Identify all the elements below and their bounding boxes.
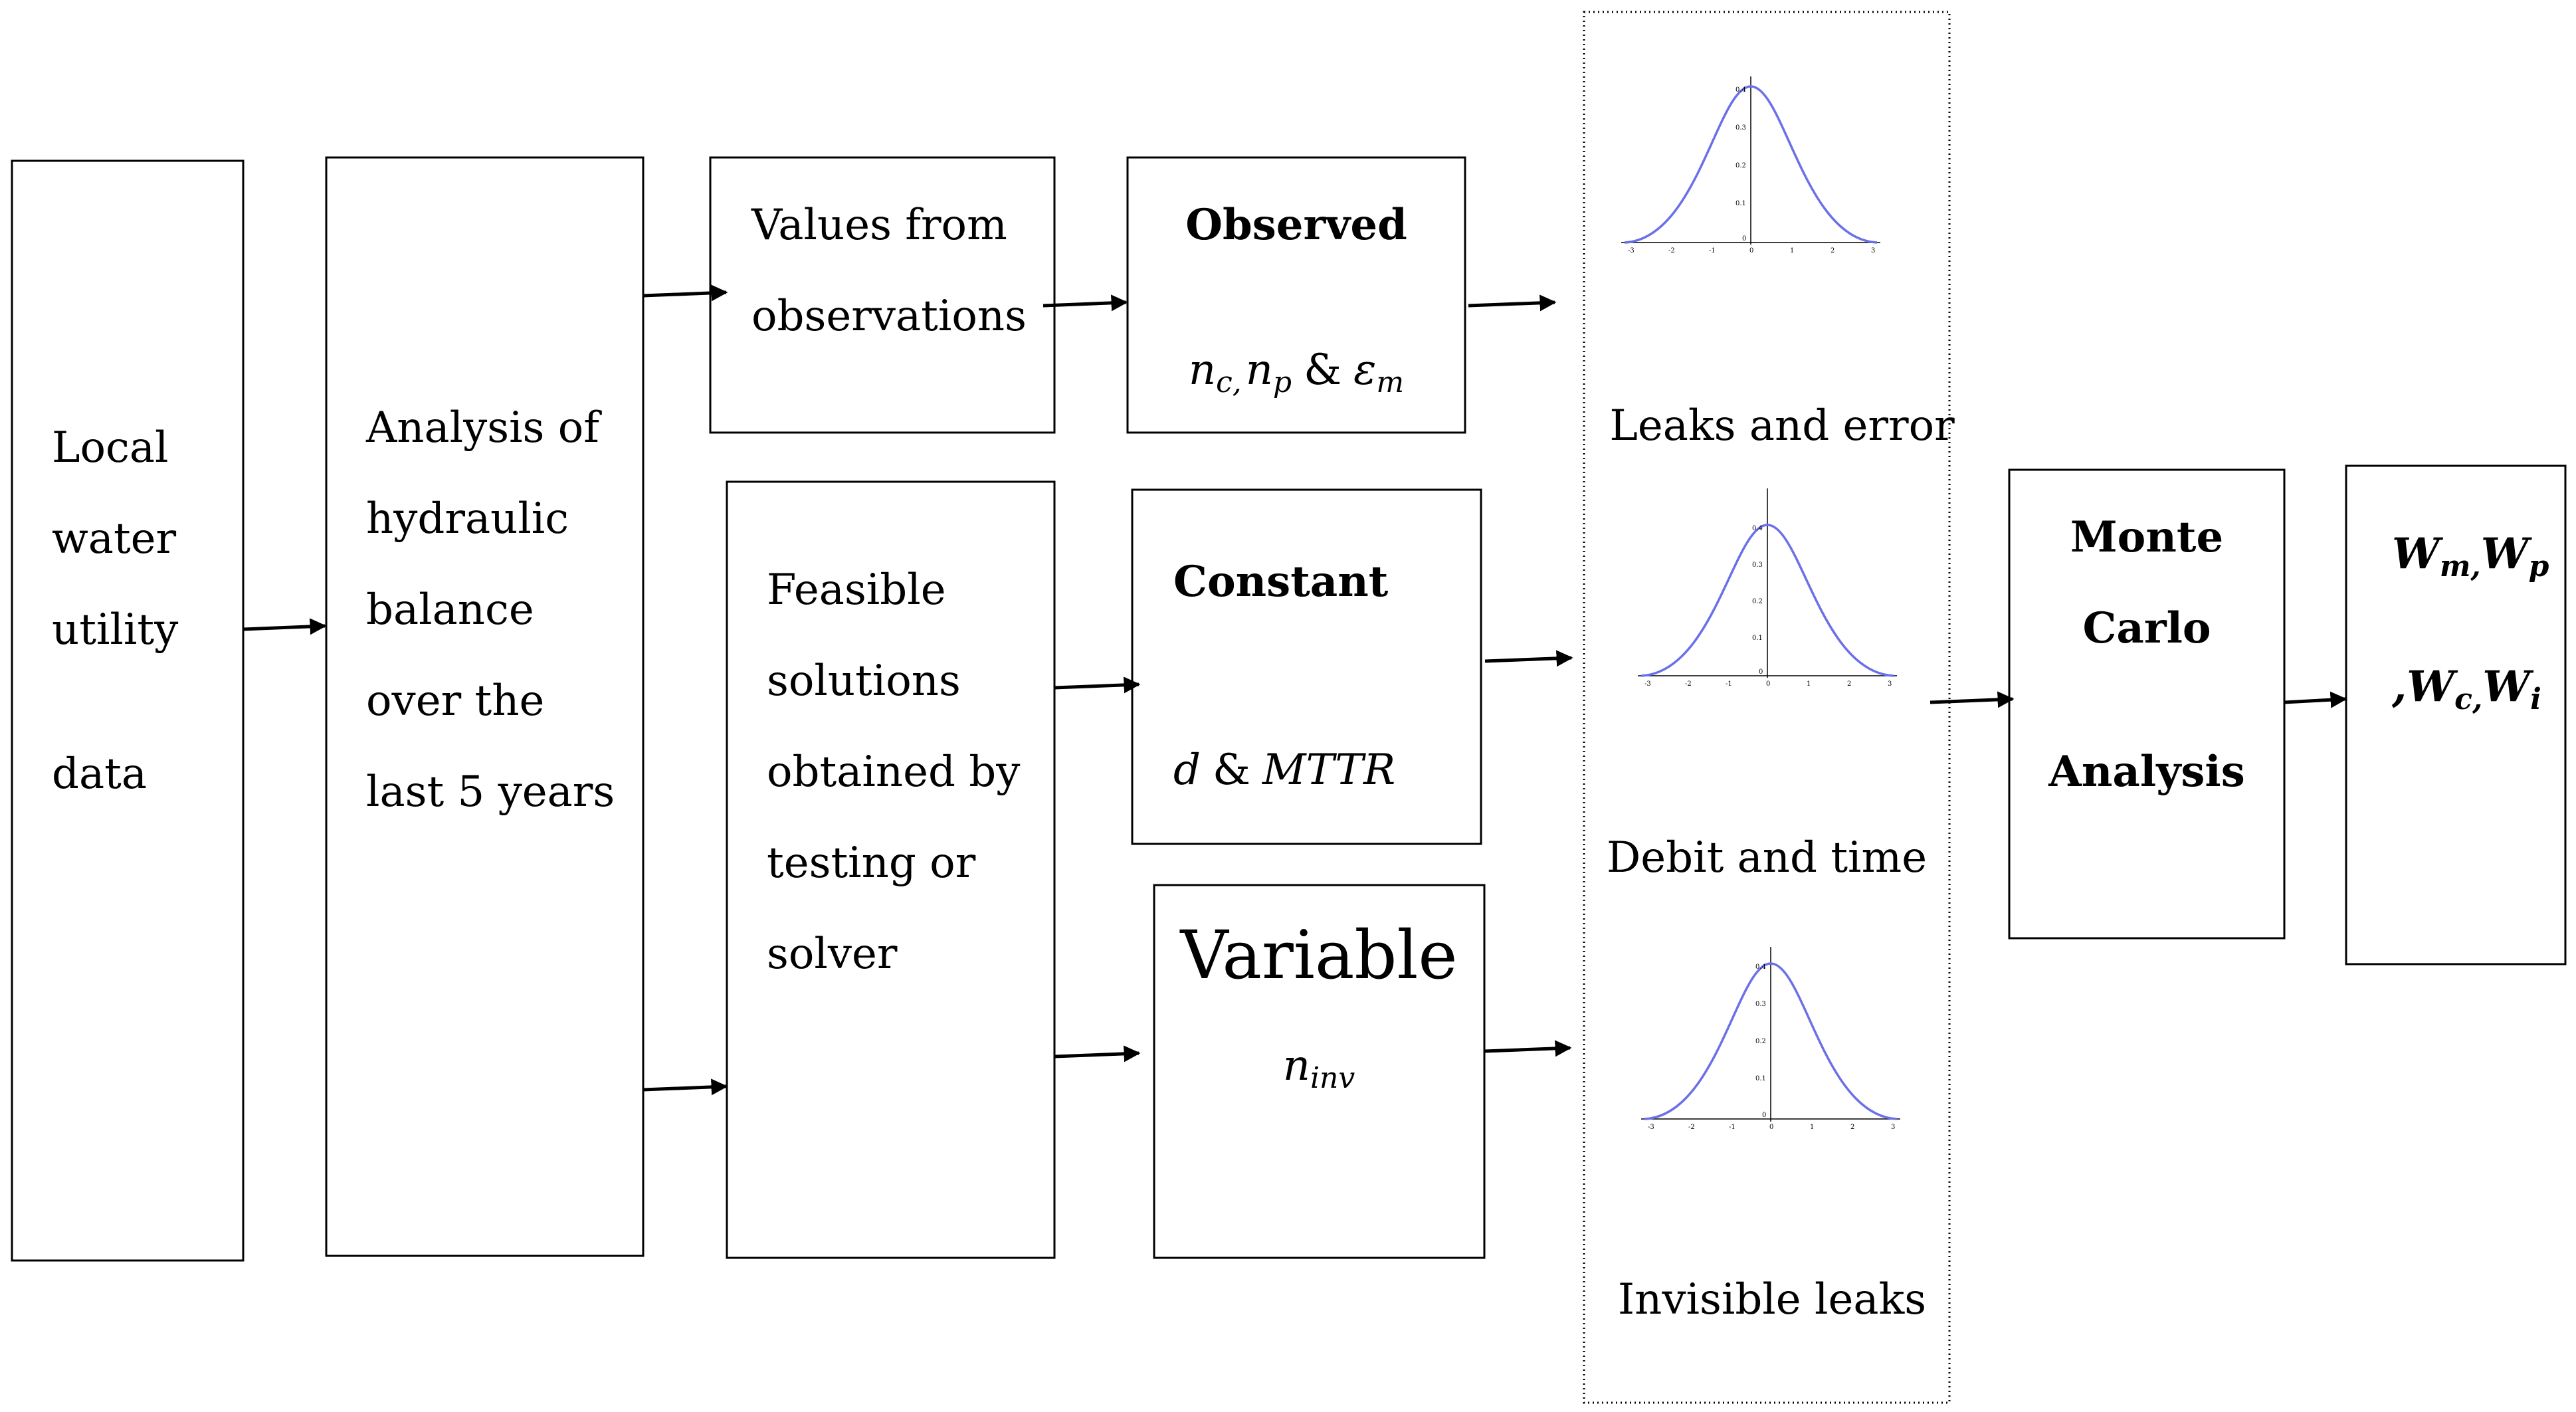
arrow-constant-to-dist2 [1484, 650, 1573, 667]
arrow-analysis-to-values [643, 284, 728, 302]
values-from-observations-box: Values from observations [709, 156, 1056, 434]
x-tick: 2 [1850, 1124, 1854, 1131]
x-tick: -1 [1709, 247, 1716, 254]
distribution-label: Leaks and error [1609, 401, 1955, 451]
x-tick: 0 [1749, 247, 1753, 254]
monte-carlo-line-3: Analysis [2048, 747, 2245, 797]
local-water-data-box: Local water utility data [11, 159, 245, 1262]
feasible-line-2: solutions [767, 656, 961, 706]
analysis-line-4: over the [366, 676, 544, 726]
analysis-line-2: hydraulic [366, 494, 569, 544]
x-tick: 3 [1891, 1124, 1895, 1131]
feasible-line-5: solver [767, 930, 898, 979]
observed-title: Observed [1185, 200, 1407, 250]
x-tick: 2 [1831, 247, 1834, 254]
y-tick: 0.2 [1755, 1038, 1766, 1045]
distribution-debit-time: -3 -2 -1 0 1 2 3 0.4 0.3 0.2 0.1 0 Debit… [1607, 488, 1927, 882]
local-line-2: water [52, 514, 177, 563]
feasible-line-3: obtained by [767, 748, 1020, 797]
distribution-leaks-error: -3 -2 -1 0 1 2 3 0.4 0.3 0.2 0.1 0 Leaks… [1609, 76, 1955, 451]
variable-title: Variable [1179, 916, 1457, 994]
values-line-2: observations [751, 292, 1027, 341]
analysis-line-1: Analysis of [365, 403, 602, 453]
arrow-variable-to-dist3 [1484, 1040, 1572, 1057]
output-box: Wm,Wp ,Wc,Wi [2345, 464, 2567, 965]
x-tick: 0 [1769, 1124, 1773, 1131]
x-tick: 3 [1871, 247, 1875, 254]
distribution-label: Debit and time [1607, 833, 1927, 882]
x-tick: -1 [1729, 1124, 1735, 1131]
y-tick: 0.1 [1755, 1075, 1766, 1082]
y-tick: 0.3 [1735, 124, 1746, 132]
y-tick: 0 [1742, 235, 1746, 243]
y-tick: 0.1 [1735, 200, 1746, 207]
arrow-values-to-observed [1042, 294, 1128, 312]
constant-title: Constant [1173, 557, 1389, 607]
variable-variable: ninv [1283, 1041, 1355, 1095]
x-tick: -2 [1688, 1124, 1695, 1131]
feasible-solutions-box: Feasible solutions obtained by testing o… [726, 480, 1056, 1259]
arrow-dist-to-monte-carlo [1930, 691, 2015, 708]
arrow-local-to-analysis [243, 618, 327, 635]
observed-box: Observed nc,np&εm [1126, 156, 1466, 434]
y-tick: 0 [1759, 668, 1763, 676]
x-tick: -3 [1628, 247, 1635, 254]
analysis-line-3: balance [366, 585, 534, 635]
distribution-panel [1583, 11, 1951, 1404]
normal-curve-plot-1: -3 -2 -1 0 1 2 3 0.4 0.3 0.2 0.1 0 [1621, 76, 1880, 254]
values-line-1: Values from [751, 201, 1007, 250]
x-tick: 2 [1847, 680, 1851, 688]
y-tick: 0.3 [1752, 561, 1763, 569]
y-tick: 0.4 [1755, 963, 1766, 971]
arrow-feasible-to-variable [1054, 1045, 1141, 1062]
y-tick: 0.1 [1752, 635, 1763, 642]
output-line-2: ,Wc,Wi [2391, 662, 2541, 716]
distribution-label: Invisible leaks [1618, 1275, 1926, 1324]
x-tick: -1 [1726, 680, 1732, 688]
constant-variables: d&MTTR [1173, 746, 1395, 795]
x-tick: -2 [1668, 247, 1675, 254]
x-tick: -2 [1685, 680, 1692, 688]
y-tick: 0.4 [1752, 525, 1763, 532]
monte-carlo-box: Monte Carlo Analysis [2008, 468, 2286, 940]
variable-box: Variable ninv [1153, 884, 1486, 1259]
y-tick: 0 [1762, 1112, 1766, 1119]
distribution-invisible-leaks: -3 -2 -1 0 1 2 3 0.4 0.3 0.2 0.1 0 Invis… [1618, 947, 1926, 1324]
y-tick: 0.2 [1752, 598, 1763, 605]
y-tick: 0.2 [1735, 162, 1746, 169]
y-tick: 0.3 [1755, 1001, 1766, 1008]
arrow-analysis-to-feasible [643, 1078, 728, 1096]
arrow-observed-to-dist1 [1468, 294, 1557, 312]
normal-curve-plot-3: -3 -2 -1 0 1 2 3 0.4 0.3 0.2 0.1 0 [1641, 947, 1900, 1131]
constant-box: Constant d&MTTR [1131, 488, 1482, 845]
x-tick: -3 [1644, 680, 1651, 688]
output-line-1: Wm,Wp [2392, 529, 2549, 583]
feasible-line-4: testing or [767, 839, 976, 888]
connector-arrows [243, 284, 2347, 1096]
hydraulic-analysis-box: Analysis of hydraulic balance over the l… [325, 156, 644, 1257]
arrow-feasible-to-constant [1054, 676, 1141, 694]
y-tick: 0.4 [1735, 86, 1746, 94]
local-line-1: Local [52, 423, 169, 472]
local-line-4: data [52, 750, 147, 799]
x-tick: 1 [1810, 1124, 1814, 1131]
monte-carlo-line-1: Monte [2070, 512, 2223, 562]
x-tick: 1 [1790, 247, 1794, 254]
monte-carlo-line-2: Carlo [2082, 603, 2211, 653]
x-tick: 1 [1807, 680, 1811, 688]
local-line-3: utility [52, 605, 178, 655]
x-tick: 3 [1888, 680, 1892, 688]
feasible-line-1: Feasible [767, 565, 946, 615]
analysis-line-5: last 5 years [366, 767, 615, 817]
observed-variables: nc,np&εm [1189, 346, 1404, 399]
x-tick: -3 [1648, 1124, 1654, 1131]
arrow-monte-carlo-to-output [2284, 691, 2347, 708]
normal-curve-plot-2: -3 -2 -1 0 1 2 3 0.4 0.3 0.2 0.1 0 [1638, 488, 1897, 688]
x-tick: 0 [1766, 680, 1770, 688]
